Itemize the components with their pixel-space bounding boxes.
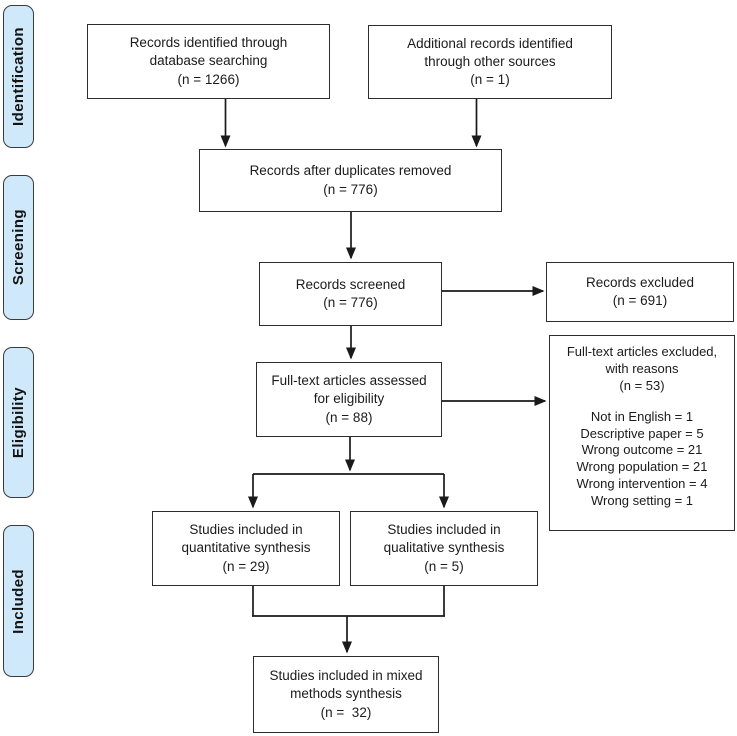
box-after-duplicates: Records after duplicates removed (n = 77… [199,149,502,212]
box-text-line: Records after duplicates removed [249,163,452,179]
exclusion-reason: Wrong intervention = 4 [576,476,708,492]
box-text-line: (n = 1) [470,72,510,88]
stage-identification: Identification [3,5,34,148]
box-text-line: quantitative synthesis [181,540,311,556]
stage-screening: Screening [3,175,34,320]
box-text-line: (n = 1266) [177,71,240,87]
box-qualitative-synthesis: Studies included in qualitative synthesi… [350,511,538,586]
box-text-line: Full-text articles excluded, [566,344,718,359]
exclusion-reason: Wrong population = 21 [576,459,708,475]
box-fulltext-assessed: Full-text articles assessed for eligibil… [256,362,442,437]
box-text-line: Additional records identified [407,35,573,51]
box-text-line: Studies included in [387,522,501,538]
box-text-line: with reasons [605,360,679,376]
stage-eligibility-label: Eligibility [10,386,27,459]
box-text-line: Records screened [295,276,406,292]
stage-included: Included [3,525,34,677]
box-text-line: (n = 5) [424,558,464,574]
stage-screening-label: Screening [10,209,27,286]
box-text-line: Studies included in mixed [269,668,423,684]
box-fulltext-excluded-reasons: Full-text articles excluded, with reason… [549,335,735,531]
stage-included-label: Included [10,568,27,634]
exclusion-reason: Not in English = 1 [590,408,694,424]
exclusion-reason: Wrong outcome = 21 [581,442,703,458]
stage-identification-label: Identification [10,27,27,126]
box-text-line: (n = 29) [222,558,270,574]
box-text-line: (n = 776) [323,295,378,310]
stage-eligibility: Eligibility [3,347,34,498]
exclusion-reason: Descriptive paper = 5 [580,425,704,441]
box-text-line: Records excluded [585,274,695,290]
box-records-screened: Records screened (n = 776) [259,262,442,326]
box-text-line: (n = 776) [323,181,378,197]
box-records-other-sources: Additional records identified through ot… [368,25,612,99]
box-text-line: (n = 32) [320,704,372,720]
box-text-line: through other sources [424,53,556,69]
box-text-line: database searching [149,53,268,69]
box-text-line: (n = 88) [325,409,373,425]
box-records-excluded: Records excluded (n = 691) [546,262,734,322]
box-mixed-methods-synthesis: Studies included in mixed methods synthe… [253,656,439,733]
box-text-line: Records identified through [129,35,288,51]
box-quantitative-synthesis: Studies included in quantitative synthes… [152,511,340,586]
box-text-line: (n = 691) [612,293,668,308]
box-text-line: methods synthesis [290,686,402,702]
box-records-database: Records identified through database sear… [87,24,330,99]
box-text-line: qualitative synthesis [383,540,505,556]
box-text-line: Full-text articles assessed [271,373,427,389]
box-text-line: Studies included in [189,522,303,538]
box-text-line: (n = 53) [619,377,665,393]
exclusion-reason: Wrong setting = 1 [590,493,693,509]
box-text-line: for eligibility [313,391,385,407]
